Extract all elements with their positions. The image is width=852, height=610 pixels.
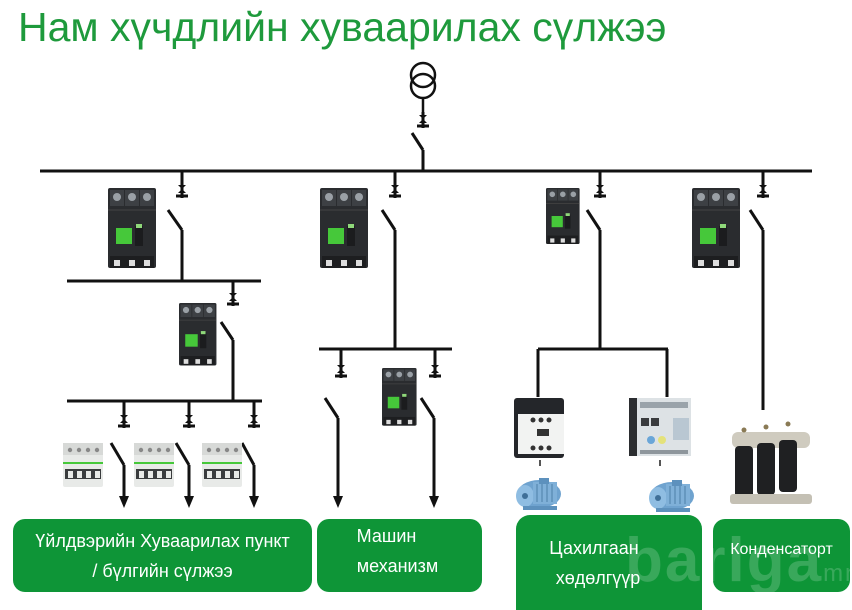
contactor	[514, 398, 564, 458]
mccb-breaker-small	[545, 187, 580, 245]
branch-machine	[319, 171, 452, 508]
page-title: Нам хүчдлийн хуваарилах сүлжээ	[18, 4, 667, 50]
mccb-breaker-small	[381, 367, 417, 426]
mcb-breaker	[201, 442, 243, 488]
motor-box: Цахилгаан хөдөлгүүр	[516, 515, 702, 610]
box-label-line2: хөдөлгүүр	[555, 567, 641, 588]
main-disconnector-icon	[415, 110, 431, 130]
mcb-breaker	[62, 442, 104, 488]
mccb-breaker	[107, 187, 157, 269]
branch-distribution	[62, 171, 262, 508]
distribution-network-box: Үйлдвэрийн Хуваарилах пункт / бүлгийн сү…	[13, 519, 312, 592]
branch-motor	[514, 171, 695, 513]
machine-box: Машин механизм	[317, 519, 482, 592]
box-label-line1: Цахилгаан	[549, 537, 639, 558]
electric-motor	[515, 477, 562, 511]
branch-capacitor	[691, 171, 812, 504]
electric-motor	[648, 479, 695, 513]
mccb-breaker	[691, 187, 741, 269]
box-label-line1: Конденсаторт	[730, 541, 833, 558]
box-label-line1: Машин	[356, 526, 417, 546]
mccb-breaker-small	[178, 302, 217, 366]
mcb-breaker	[133, 442, 175, 488]
box-label-line1: Үйлдвэрийн Хуваарилах пункт	[35, 530, 290, 551]
transformer-icon	[409, 61, 437, 112]
main-switch-icon	[410, 132, 425, 171]
box-label-line2: / бүлгийн сүлжээ	[92, 560, 233, 581]
motor-starter	[629, 398, 691, 456]
capacitor-box: Конденсаторт	[713, 519, 850, 592]
mccb-breaker	[319, 187, 369, 269]
capacitor-bank	[730, 421, 812, 504]
box-label-line2: механизм	[356, 556, 439, 576]
